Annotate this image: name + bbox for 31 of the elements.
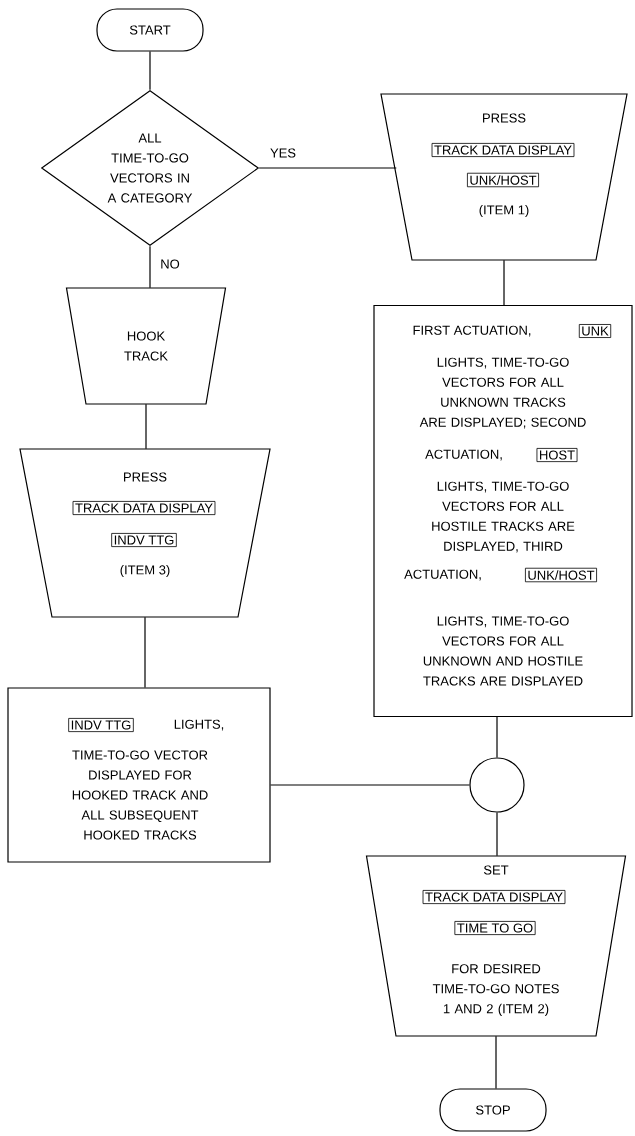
key-label-box: HOST <box>536 448 578 462</box>
connector-circle <box>469 757 525 813</box>
manual-operation-trapezoid: SET TRACK DATA DISPLAY TIME TO GO FOR DESIRED TIME-TO-GO NOTES 1 AND 2 (ITEM 2) <box>365 855 627 1037</box>
connector-line <box>149 245 151 289</box>
process-box: INDV TTG LIGHTS, TIME-TO-GO VECTOR DISPLAYED FOR HOOKED TRACK AND ALL SUBSEQUENT HOOKED TRACKS <box>7 687 271 863</box>
key-label-box: INDV TTG <box>68 718 134 732</box>
key-label-box: TRACK DATA DISPLAY <box>72 501 216 515</box>
edge-label: NO <box>159 258 181 270</box>
key-label-box: UNK/HOST <box>467 172 539 188</box>
key-label-box: TIME TO GO <box>454 921 536 935</box>
connector-line <box>145 403 147 450</box>
manual-operation-trapezoid: HOOK TRACK <box>65 287 227 405</box>
edge-label: YES <box>269 147 297 159</box>
key-label-box: TRACK DATA DISPLAY <box>422 890 566 904</box>
connector-line <box>495 1035 497 1089</box>
key-label-box: UNK <box>578 324 612 338</box>
connector-line <box>496 716 498 758</box>
connector-line <box>496 812 498 857</box>
connector-line <box>270 784 470 786</box>
terminal-box: START <box>96 8 204 52</box>
key-label-box: INDV TTG <box>111 533 177 547</box>
connector-line <box>258 167 397 169</box>
connector-line <box>503 259 505 306</box>
manual-operation-trapezoid: PRESS TRACK DATA DISPLAY INDV TTG (ITEM 3) <box>19 448 271 618</box>
manual-operation-trapezoid: PRESS TRACK DATA DISPLAY UNK/HOST (ITEM 1) <box>380 93 628 261</box>
key-label-box: UNK/HOST <box>525 567 597 583</box>
connector-line <box>149 51 151 91</box>
connector-line <box>144 616 146 688</box>
terminal-box: STOP <box>439 1088 547 1132</box>
key-label-box: TRACK DATA DISPLAY <box>431 143 575 157</box>
process-box: FIRST ACTUATION, UNK LIGHTS, TIME-TO-GO VECTORS FOR ALL UNKNOWN TRACKS ARE DISPLAYED; SECOND ACTUATION, HOST LIGHTS, TIME-TO-GO VECTORS FOR ALL HOSTILE TRACKS ARE DISPLAYED, THIRD ACTUATION, UNK/HOST LIGHTS, TIME-TO-GO VECTORS FOR ALL UNKNOWN AND HOSTILE TRACKS ARE DISPLAYED <box>373 304 633 718</box>
